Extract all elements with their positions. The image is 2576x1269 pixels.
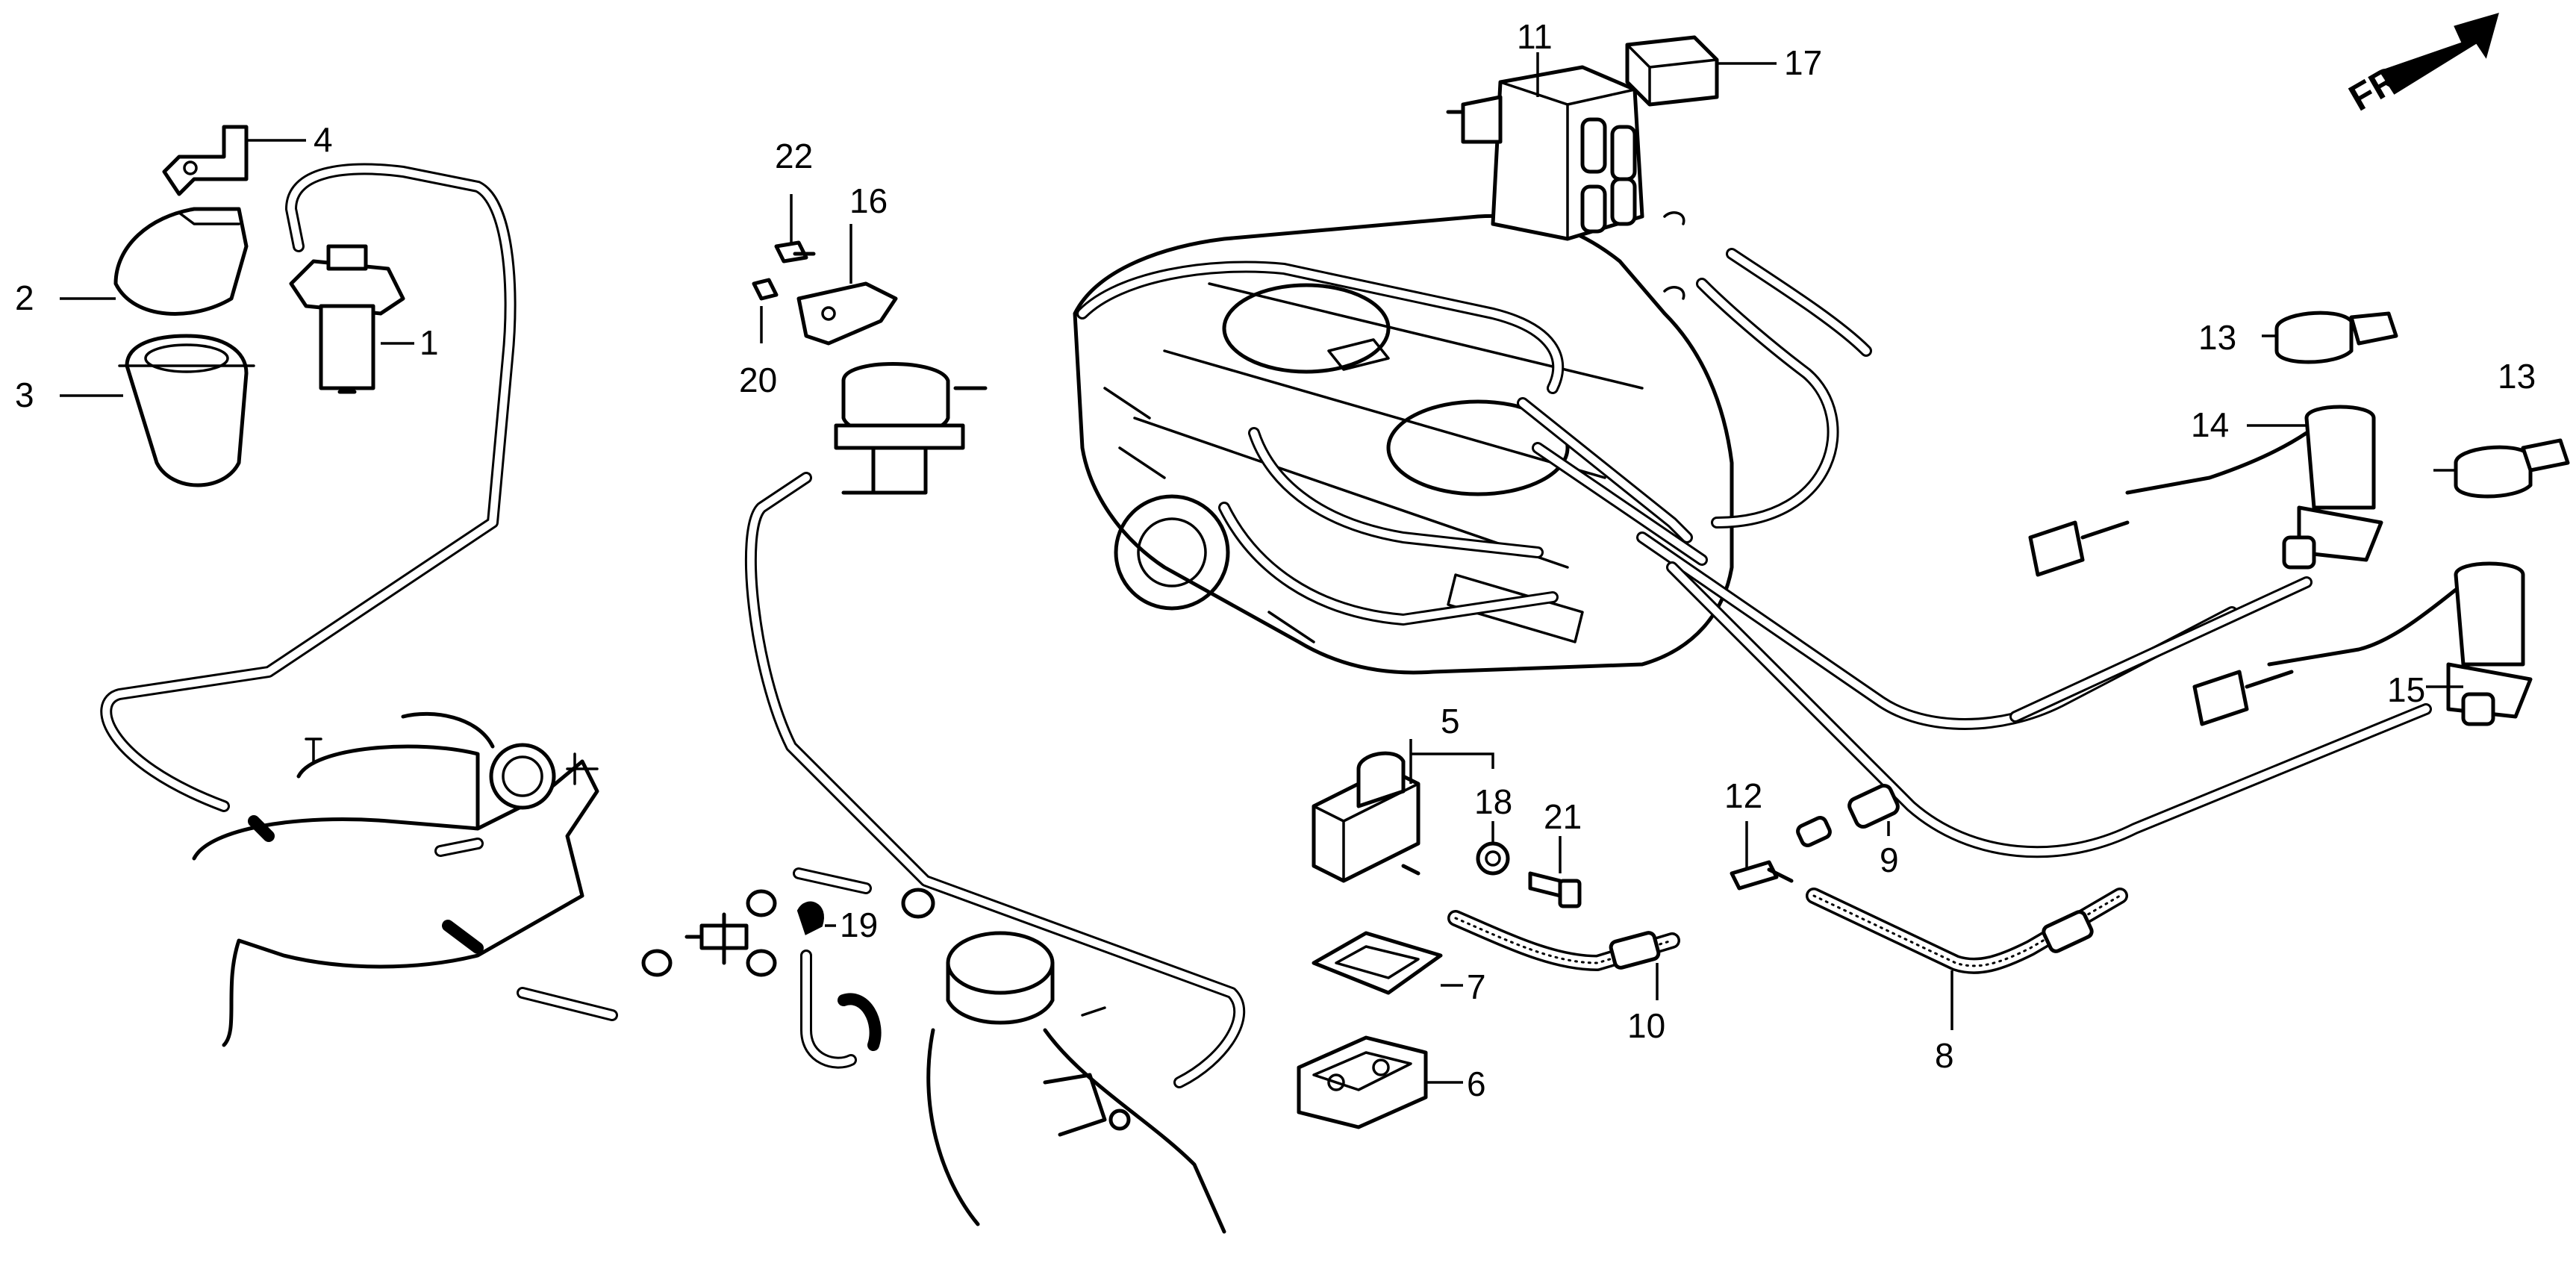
callout-9: 9 [1880, 841, 1899, 879]
check-valve-15 [2192, 561, 2533, 726]
callout-2: 2 [15, 278, 34, 317]
callout-7: 7 [1467, 967, 1486, 1006]
washer [1476, 841, 1510, 876]
small-fittings [517, 867, 935, 1069]
callout-20: 20 [739, 361, 777, 399]
callout-19: 19 [840, 905, 878, 944]
callout-12: 12 [1724, 776, 1762, 815]
callout-6: 6 [1467, 1064, 1486, 1103]
leader-lines [60, 52, 2463, 1084]
callout-21: 21 [1544, 797, 1582, 836]
intake-manifold-right [926, 931, 1226, 1234]
flange-bolt [1528, 871, 1582, 908]
front-arrow-icon: FR. [2342, 13, 2499, 119]
callout-14: 14 [2191, 405, 2229, 444]
control-valve-assembly [1446, 65, 1685, 300]
joint-12 [1730, 860, 1794, 891]
callout-13-upper: 13 [2198, 318, 2236, 357]
bracket [162, 125, 249, 196]
callout-22: 22 [775, 137, 813, 175]
callout-10: 10 [1627, 1006, 1665, 1045]
long-vacuum-tubes [1636, 248, 2432, 858]
callout-13-lower: 13 [2498, 357, 2536, 396]
check-valve-14 [2028, 405, 2383, 577]
bolt [774, 240, 816, 264]
valve-cover [113, 207, 249, 316]
sensor-pad [1312, 931, 1443, 995]
regulator-hose [744, 472, 1246, 1088]
callout-18: 18 [1474, 782, 1512, 821]
vacuum-hose-left [100, 163, 517, 812]
intake-manifold-left [192, 711, 599, 1047]
pressure-regulator [834, 362, 988, 495]
callout-1: 1 [420, 323, 439, 362]
callout-16: 16 [849, 181, 888, 220]
callout-4: 4 [314, 120, 333, 159]
map-sensor [1312, 751, 1420, 883]
valve-body [118, 334, 255, 487]
solenoid-valve [289, 244, 405, 394]
callout-3: 3 [15, 375, 34, 414]
callout-15: 15 [2387, 670, 2425, 709]
sensor-mount [1297, 1035, 1428, 1129]
clamp-13-upper [2274, 311, 2398, 364]
callout-8: 8 [1935, 1036, 1954, 1075]
callout-11: 11 [1517, 17, 1553, 56]
clamp-13-lower [2454, 438, 2570, 499]
regulator-bracket [796, 281, 898, 346]
connector-block [1625, 35, 1719, 107]
hose-10 [1447, 910, 1680, 971]
hose-8 [1806, 888, 2128, 974]
engine-vacuum-lines [1076, 261, 1708, 626]
callout-labels: 1 2 3 4 5 6 7 8 9 10 11 12 13 13 14 15 1… [15, 17, 2536, 1103]
screw [752, 278, 779, 301]
callout-5: 5 [1441, 702, 1460, 740]
engine-block [1073, 213, 1734, 675]
connector-9 [1796, 783, 1900, 848]
callout-17: 17 [1784, 43, 1822, 82]
